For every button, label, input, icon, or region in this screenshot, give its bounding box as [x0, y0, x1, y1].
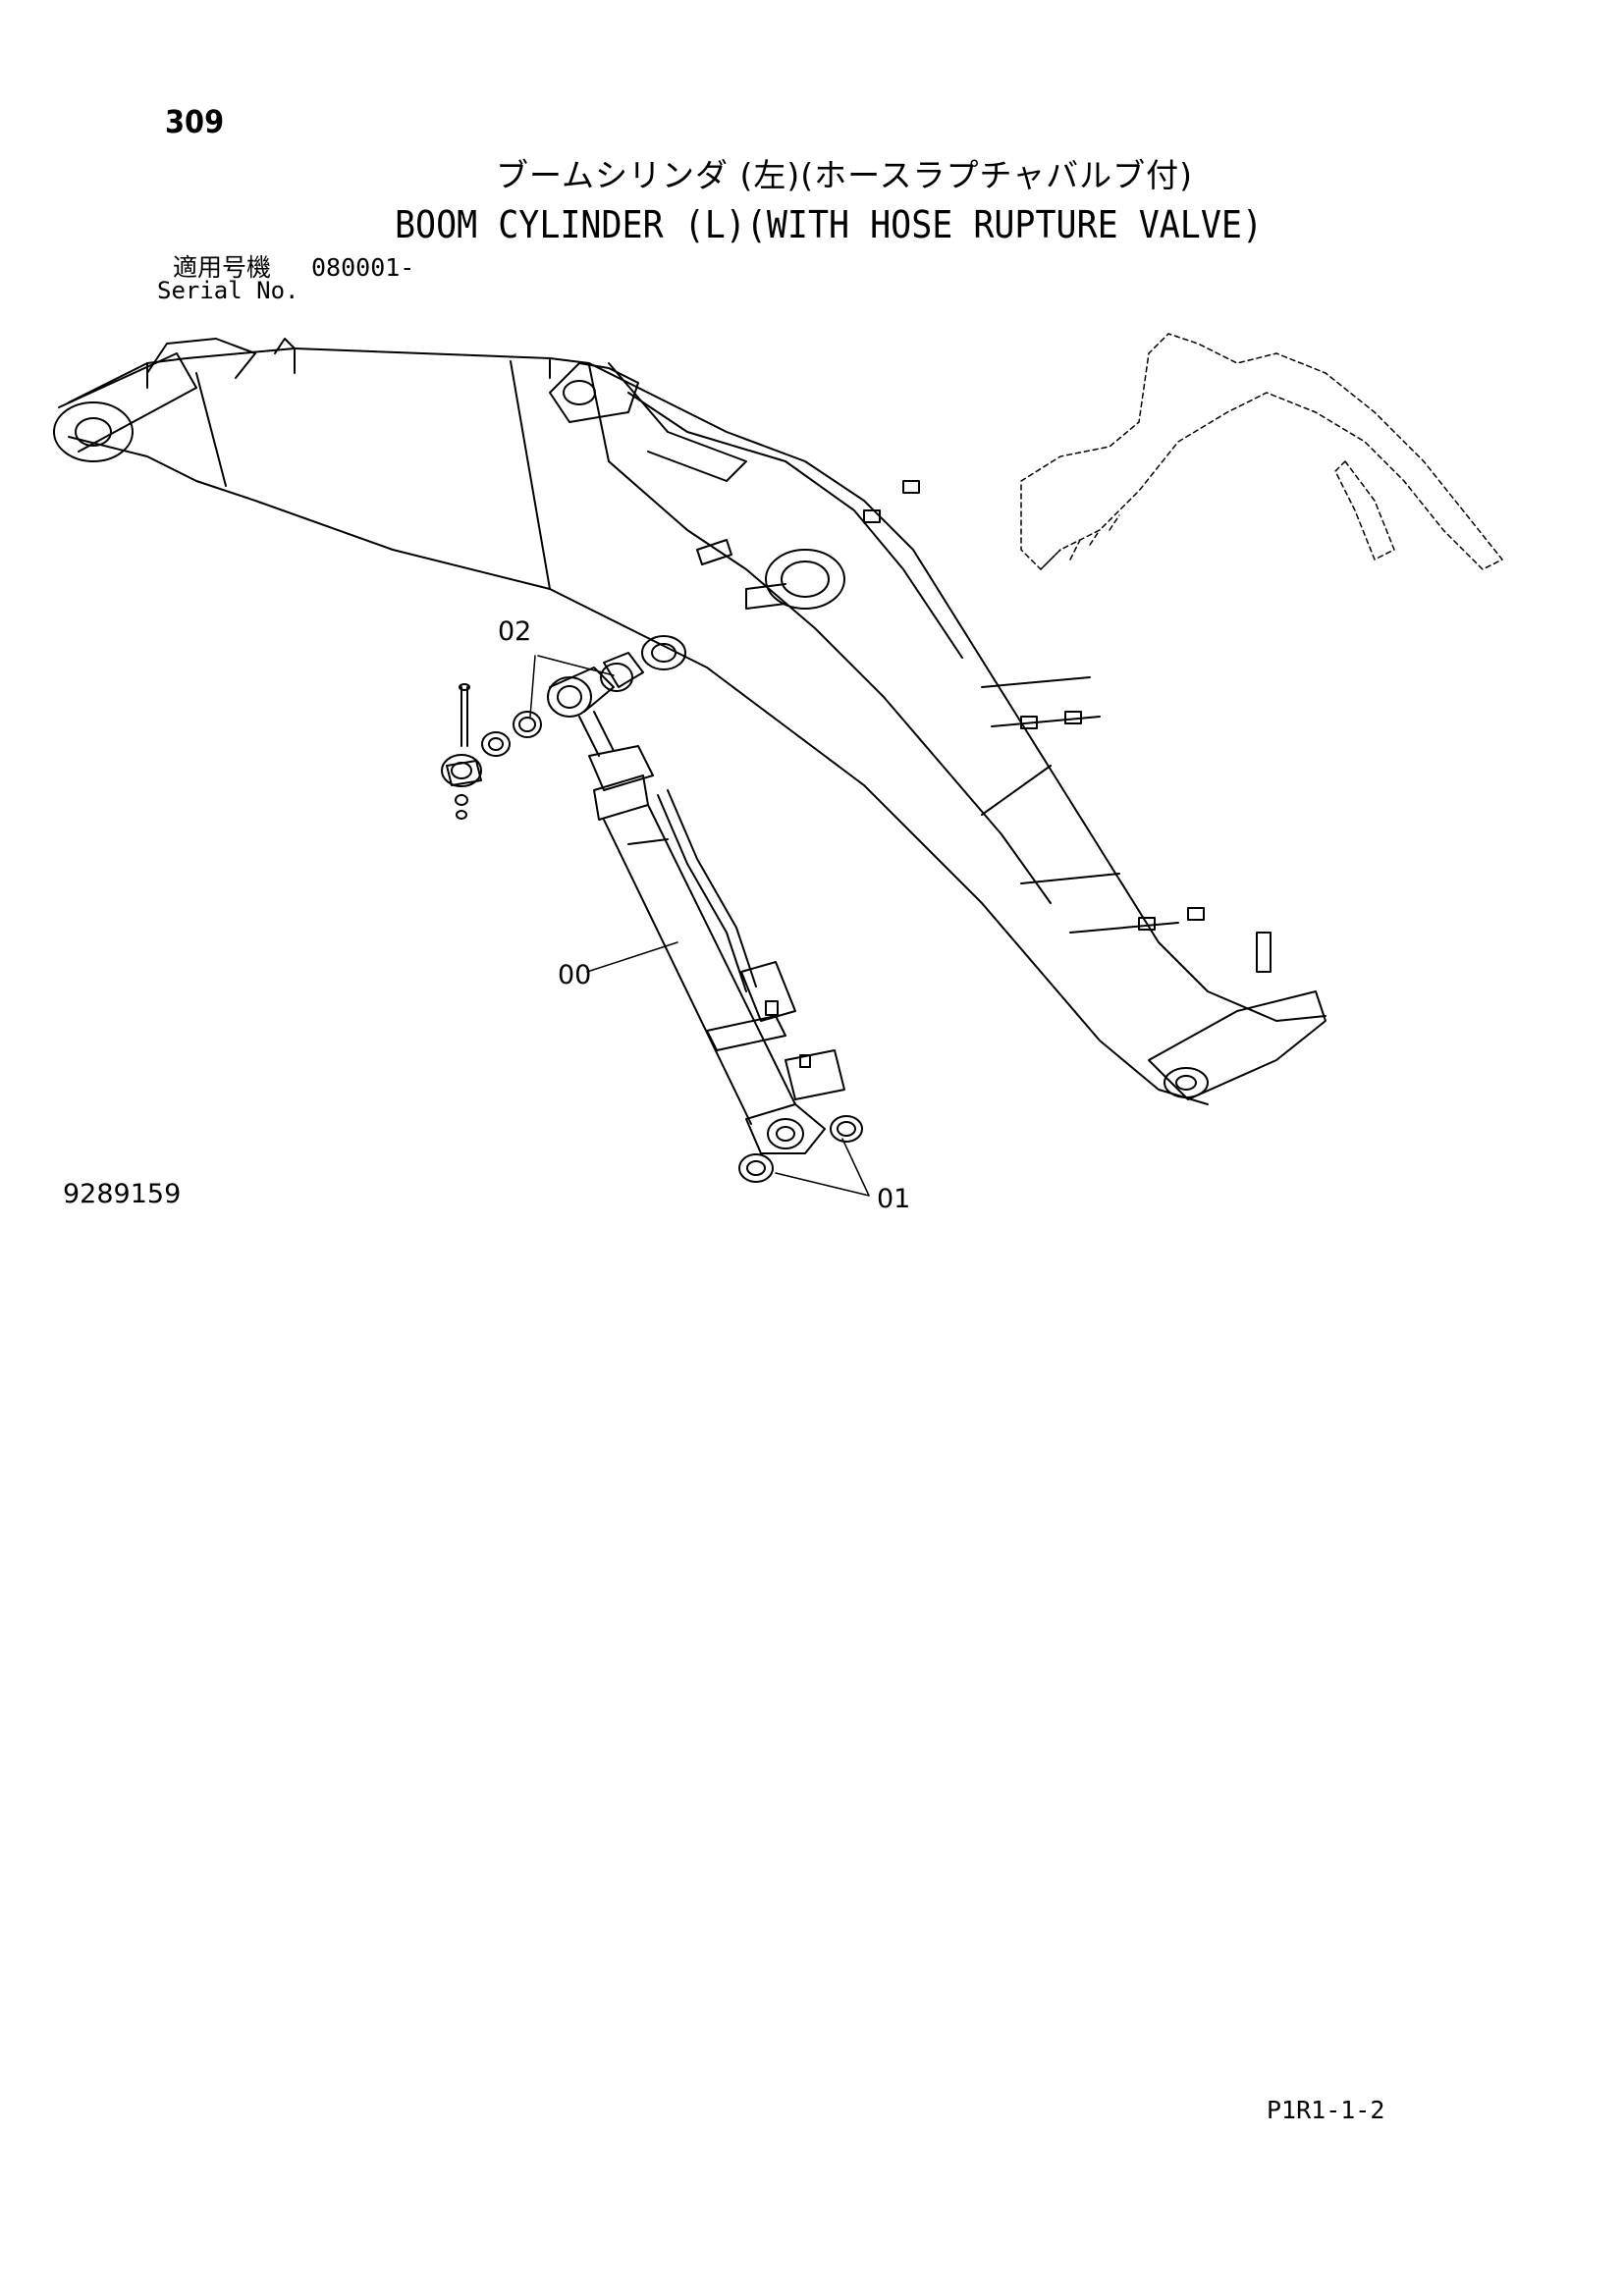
page-title-japanese: ブームシリンダ (左)(ホースラプチャバルブ付) — [496, 156, 1194, 194]
page-title: BOOM CYLINDER (L)(WITH HOSE RUPTURE VALV… — [395, 203, 1264, 246]
page-number: 309 — [165, 103, 225, 140]
part-02-bushings — [481, 635, 686, 757]
page-code: P1R1-1-2 — [1267, 2096, 1385, 2124]
callout-00: 00 — [558, 960, 592, 990]
part-00-cylinder — [547, 667, 845, 1154]
callout-leaders — [529, 655, 870, 1197]
bolt-assembly — [441, 683, 482, 820]
serial-number-value: 080001- — [311, 253, 415, 282]
serial-label-japanese: 適用号機 — [173, 253, 272, 282]
boom-illustration — [53, 338, 1326, 1105]
figure-id: 9289159 — [63, 1179, 182, 1209]
serial-label: Serial No. — [157, 277, 299, 304]
callout-02: 02 — [498, 616, 532, 647]
callout-01: 01 — [877, 1184, 911, 1214]
part-01-bushings — [738, 1115, 863, 1183]
inset-machine-sketch — [1020, 333, 1503, 570]
